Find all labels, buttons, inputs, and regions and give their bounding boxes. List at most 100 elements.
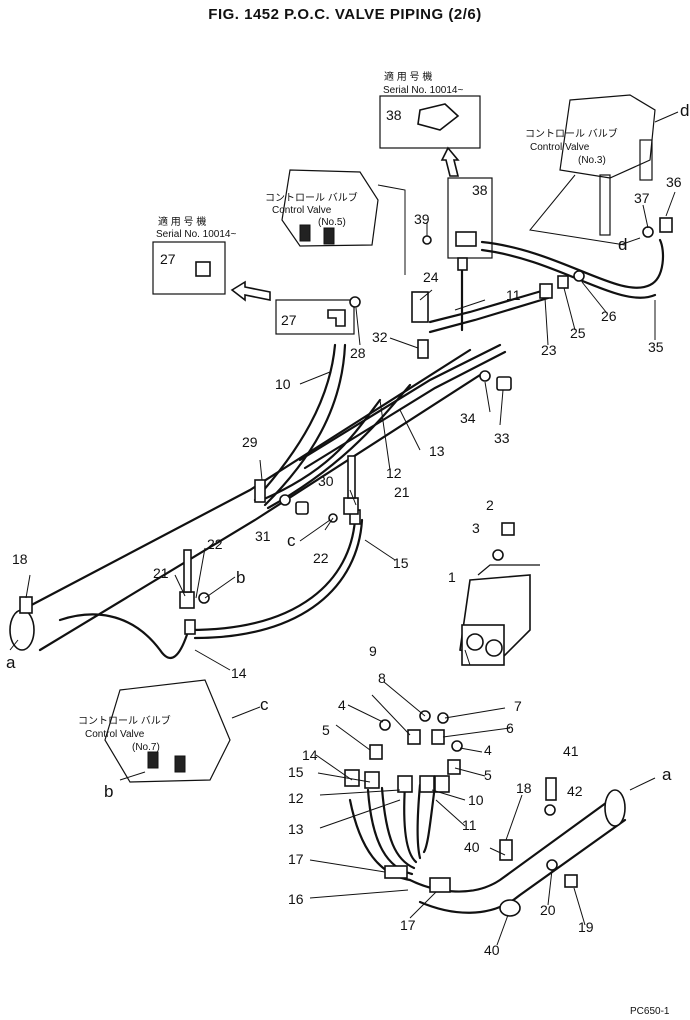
part-10-lower: 10: [468, 792, 484, 808]
part-11-upper: 11: [506, 287, 521, 303]
part-11-lower: 11: [462, 817, 477, 833]
fitting-25: [557, 275, 569, 289]
cv5-no: (No.5): [318, 217, 346, 228]
clamp-32: [417, 339, 429, 359]
washer-34: [479, 370, 491, 382]
cv5-en: Control Valve: [272, 205, 332, 216]
figure-title: FIG. 1452 P.O.C. VALVE PIPING (2/6): [208, 6, 482, 23]
oring-26: [573, 270, 585, 282]
part-23: 23: [541, 342, 557, 358]
part-28: 28: [350, 345, 366, 361]
part-5-left: 5: [322, 722, 330, 738]
part-4-right: 4: [484, 742, 492, 758]
part-40-upper: 40: [464, 839, 480, 855]
part-5-right: 5: [484, 767, 492, 783]
oring-28: [349, 296, 361, 308]
part-13-lower: 13: [288, 821, 304, 837]
part-17-left: 17: [288, 851, 304, 867]
part-32: 32: [372, 329, 388, 345]
serial-note-left: Serial No. 10014~: [156, 229, 236, 240]
part-19: 19: [578, 919, 594, 935]
arrow-left-27: [230, 280, 271, 302]
part-31: 31: [255, 528, 271, 544]
fittings-lower: [344, 710, 463, 793]
part-18-right: 18: [516, 780, 532, 796]
part-35: 35: [648, 339, 664, 355]
part-21-right: 21: [394, 484, 410, 500]
oring-39: [422, 235, 432, 245]
part-3: 3: [472, 520, 480, 536]
footer-code: PC650-1: [630, 1006, 670, 1017]
part-41: 41: [563, 743, 579, 759]
part-24: 24: [423, 269, 439, 285]
hose-bundle-upper: [253, 288, 550, 510]
conn-letter-b-lower: b: [104, 782, 113, 801]
part-7: 7: [514, 698, 522, 714]
hose-35: [457, 238, 665, 332]
elbow-38-box: [447, 177, 493, 259]
part-12-upper: 12: [386, 465, 402, 481]
washer-31: [279, 494, 291, 506]
cv3-en: Control Valve: [530, 142, 590, 153]
clamp-29: [254, 479, 266, 503]
hose-bundle-lower: [348, 783, 627, 914]
cv3-jp: コントロール バルブ: [525, 127, 618, 140]
part-16: 16: [288, 891, 304, 907]
part-34: 34: [460, 410, 476, 426]
part-21-left: 21: [153, 565, 169, 581]
clamp-18-left: [19, 596, 33, 614]
part-15-upper: 15: [393, 555, 409, 571]
tee-fitting-21-left: [179, 549, 210, 609]
serial-box-38-top: [379, 95, 481, 149]
conn-letter-d-top: d: [680, 101, 689, 120]
tee-fitting-21-right: [328, 455, 359, 523]
cv7-en: Control Valve: [85, 729, 145, 740]
conn-letter-a-left: a: [6, 653, 16, 672]
part-12-lower: 12: [288, 790, 304, 806]
cv7-no: (No.7): [132, 742, 160, 753]
part-13-upper: 13: [429, 443, 445, 459]
control-valve-no7-sketch: [104, 679, 231, 783]
part-36: 36: [666, 174, 682, 190]
part-33: 33: [494, 430, 510, 446]
part-40-lower: 40: [484, 942, 500, 958]
serial-note-top: Serial No. 10014~: [383, 85, 463, 96]
plug-33: [496, 376, 512, 391]
serial-note-top-jp: 適 用 号 機: [384, 70, 432, 83]
oring-37: [642, 226, 654, 238]
conn-letter-c-upper: c: [287, 531, 296, 550]
part-38-box: 38: [472, 182, 488, 198]
cv7-jp: コントロール バルブ: [78, 714, 171, 727]
part-14-upper: 14: [231, 665, 247, 681]
part-14-lower: 14: [302, 747, 318, 763]
part-15-lower: 15: [288, 764, 304, 780]
fitting-36: [659, 217, 673, 233]
control-valve-no3-sketch: [529, 94, 656, 246]
conn-arrows: [9, 111, 679, 791]
part-10-upper: 10: [275, 376, 291, 392]
part-6: 6: [506, 720, 514, 736]
part-25: 25: [570, 325, 586, 341]
part-1: 1: [448, 569, 456, 585]
part-9: 9: [369, 643, 377, 659]
bolt-30: [295, 501, 309, 515]
clamps-lower: [384, 839, 521, 917]
conn-letter-a-right: a: [662, 765, 672, 784]
cv3-no: (No.3): [578, 155, 606, 166]
conn-letter-d-mid: d: [618, 235, 627, 254]
clamp-24: [411, 291, 429, 323]
hose-14-15: [58, 509, 364, 660]
elbow-27-box: [275, 299, 355, 335]
part-20: 20: [540, 902, 556, 918]
valve-assembly-1: [459, 522, 540, 666]
fitting-23: [539, 283, 553, 299]
main-tube-upper: [9, 348, 482, 652]
bolts-lower: [544, 777, 578, 888]
part-8: 8: [378, 670, 386, 686]
leader-lines: [25, 191, 676, 946]
part-27-lower: 27: [281, 312, 297, 328]
control-valve-no5-sketch: [281, 169, 406, 275]
part-22-right: 22: [313, 550, 329, 566]
part-27-top: 27: [160, 251, 176, 267]
